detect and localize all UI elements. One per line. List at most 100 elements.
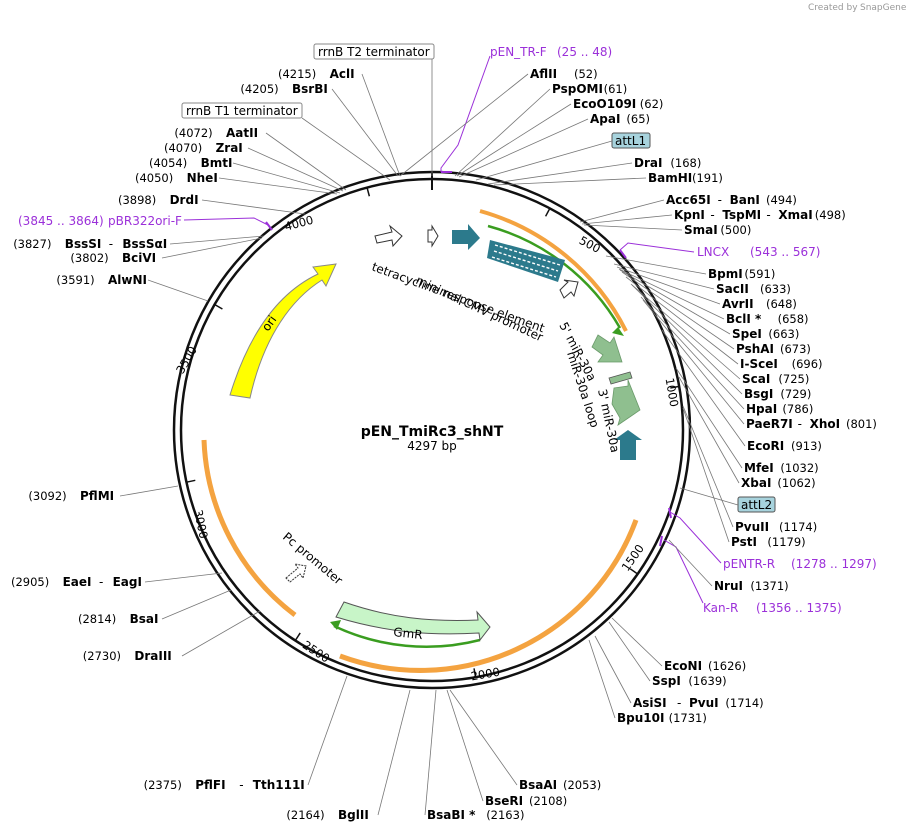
site-name: PvuI xyxy=(689,696,719,710)
restriction-site: (4050)NheI xyxy=(135,171,338,195)
site-name: EagI xyxy=(113,575,142,589)
box-rrnb-t1: rrnB T1 terminator xyxy=(181,102,391,181)
site-position: (62) xyxy=(640,97,664,111)
site-name: BsaBI * xyxy=(427,808,476,822)
white-arrow-3 xyxy=(559,279,579,299)
site-position: (168) xyxy=(670,156,701,170)
site-name: I-SceI xyxy=(740,357,778,371)
ring-tick-mark xyxy=(473,668,477,678)
site-name: KpnI xyxy=(674,208,705,222)
site-position: (3092) xyxy=(28,489,66,503)
site-name: XmaI xyxy=(778,208,812,222)
restriction-site: Bpu10I(1731) xyxy=(588,639,707,725)
restriction-site: AvrII(648) xyxy=(616,266,797,311)
site-sep: - xyxy=(239,778,243,792)
restriction-site: HpaI(786) xyxy=(640,296,813,416)
primer-pentr-f: pEN_TR-F (25 .. 48) xyxy=(440,45,612,173)
site-position: (52) xyxy=(574,67,598,81)
site-position: (913) xyxy=(791,439,822,453)
restriction-site: XbaI (1062) xyxy=(678,376,816,490)
site-name: PspOMI xyxy=(552,82,603,96)
site-name: XbaI xyxy=(741,476,771,490)
site-name: BsaAI xyxy=(519,778,557,792)
restriction-site: PshAI(673) xyxy=(621,271,811,356)
svg-text:pEN_TR-F: pEN_TR-F xyxy=(490,45,547,59)
restriction-site: MfeI(1032) xyxy=(675,367,819,475)
svg-text:rrnB T2 terminator: rrnB T2 terminator xyxy=(318,45,430,59)
site-name: SspI xyxy=(652,674,681,688)
snapgene-brand: SnapGene xyxy=(860,3,907,13)
restriction-site: (4054) BmtI xyxy=(149,156,341,194)
restriction-site: (2814)BsaI xyxy=(78,589,232,626)
orange-arc-left xyxy=(201,439,297,617)
restriction-site: BseRI(2108) xyxy=(446,689,567,808)
site-position: (1032) xyxy=(780,461,818,475)
white-arrow-1 xyxy=(374,224,403,248)
site-name: ApaI xyxy=(590,112,620,126)
restriction-site: (2375) PflFI-Tth111I xyxy=(144,675,348,792)
restriction-site: NruI (1371) xyxy=(668,539,789,593)
svg-text:LNCX: LNCX xyxy=(697,245,729,259)
site-position: (2053) xyxy=(563,778,601,792)
site-name: BciVI xyxy=(122,251,156,265)
site-position: (4054) xyxy=(149,156,187,170)
green-arc-top xyxy=(487,224,622,329)
site-position: (786) xyxy=(782,402,813,416)
restriction-site: SmaI(500) xyxy=(583,223,751,237)
site-position: (498) xyxy=(815,208,846,222)
site-position: (2905) xyxy=(11,575,49,589)
restriction-site: (2164)BglII xyxy=(286,689,411,822)
site-position: (3827) xyxy=(13,237,51,251)
svg-text:-: - xyxy=(798,417,802,431)
green-arc-top-head xyxy=(612,327,624,336)
cmv-label: minimal CMV promoter xyxy=(414,273,546,344)
restriction-site: Acc65I-BanI(494) xyxy=(579,193,797,223)
site-position: (648) xyxy=(766,297,797,311)
site-position: (725) xyxy=(778,372,809,386)
teal-arrow-right xyxy=(614,430,642,460)
restriction-site: EcoRI(913) xyxy=(661,329,822,453)
site-name: Tth111I xyxy=(253,778,305,792)
svg-text:-: - xyxy=(710,208,714,222)
site-sep: - xyxy=(109,237,113,251)
site-position: (65) xyxy=(626,112,650,126)
site-position: (729) xyxy=(780,387,811,401)
restriction-site: (4070)ZraI xyxy=(164,141,344,192)
site-position: (1371) xyxy=(750,579,788,593)
site-name: BclI * xyxy=(726,312,762,326)
restriction-site: EcoO109I (62) xyxy=(456,97,664,177)
restriction-site: (3802)BciVI xyxy=(70,237,263,265)
site-name: BssSI xyxy=(65,237,102,251)
site-name: EcoO109I xyxy=(573,97,636,111)
plasmid-name: pEN_TmiRc3_shNT xyxy=(361,424,504,440)
svg-text:Kan-R: Kan-R xyxy=(703,601,738,615)
site-name: BsgI xyxy=(744,387,773,401)
site-position: (2375) xyxy=(144,778,182,792)
restriction-site: KpnI-TspMI-XmaI(498) xyxy=(581,208,846,225)
restriction-site: ScaI(725) xyxy=(630,283,809,386)
restriction-site: PvuII(1174) xyxy=(682,405,817,534)
ori-arrow xyxy=(229,263,337,399)
site-position: (673) xyxy=(780,342,811,356)
restriction-site: BsaAI (2053) xyxy=(449,689,601,792)
site-position: (801) xyxy=(846,417,877,431)
site-name: Bpu10I xyxy=(617,711,664,725)
site-name: XhoI xyxy=(810,417,841,431)
site-position: (1062) xyxy=(777,476,815,490)
svg-text:-: - xyxy=(718,193,722,207)
restriction-site: (3898)DrdI xyxy=(118,193,306,215)
site-position: (4215) xyxy=(278,67,316,81)
site-name: AflII xyxy=(530,67,557,81)
site-name: NruI xyxy=(714,579,743,593)
site-position: (1174) xyxy=(779,520,817,534)
site-name: BmtI xyxy=(201,156,233,170)
sites-right: AflII(52)PspOMI(61)EcoO109I(62)ApaI(65)D… xyxy=(399,67,877,822)
site-position: (658) xyxy=(778,312,809,326)
restriction-site: (3092)PflMI xyxy=(28,485,179,503)
ring-tick-mark xyxy=(544,208,551,217)
sites-left: (4215)AclI(4205)BsrBI(4072)AatII(4070)Zr… xyxy=(11,67,411,822)
site-name: BseRI xyxy=(485,794,523,808)
svg-text:attL2: attL2 xyxy=(741,498,772,512)
site-name: PflFI xyxy=(195,778,225,792)
